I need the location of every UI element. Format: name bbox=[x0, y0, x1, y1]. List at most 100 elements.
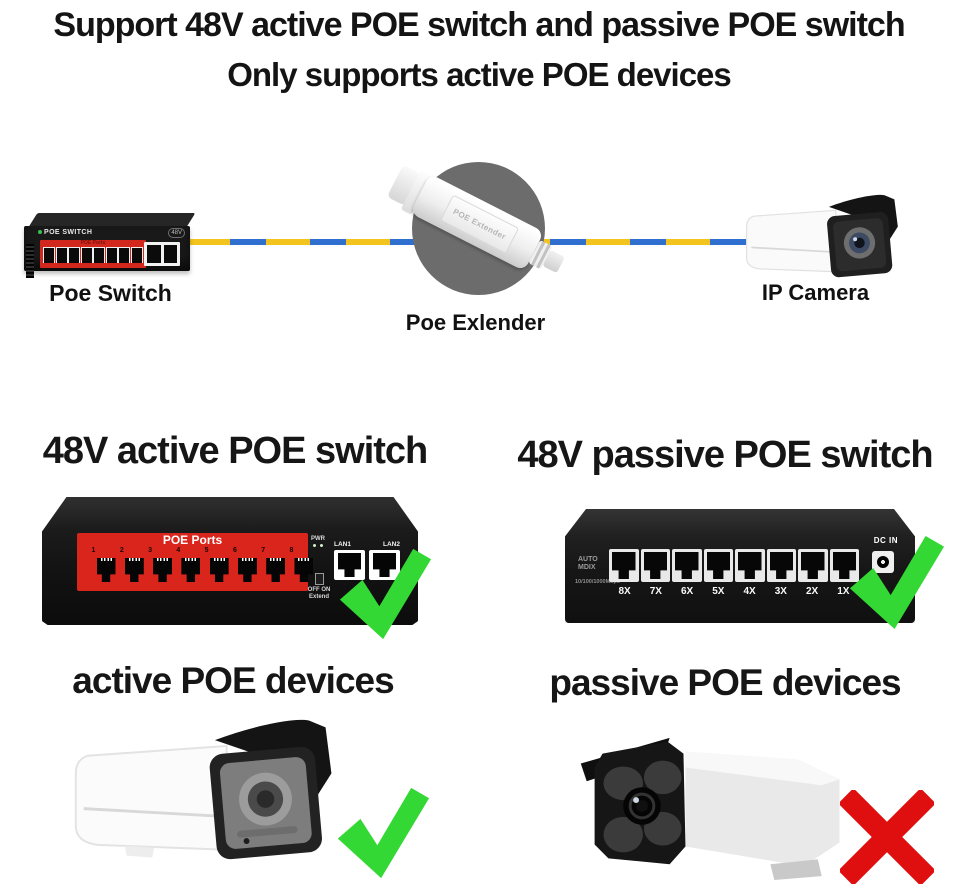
poe-port: 6 bbox=[222, 547, 257, 582]
page-title-line2: Only supports active POE devices bbox=[227, 56, 732, 93]
check-icon bbox=[849, 535, 945, 630]
rj45-port-icon bbox=[735, 549, 765, 582]
led-icon bbox=[313, 544, 316, 547]
poe-port: 2 bbox=[109, 547, 144, 582]
port-number: 3 bbox=[148, 547, 153, 554]
rj45-port-icon bbox=[68, 247, 81, 263]
lens bbox=[623, 787, 661, 825]
rj45-port-icon bbox=[130, 247, 143, 263]
port-number: 8 bbox=[289, 547, 294, 554]
port-row bbox=[609, 549, 859, 582]
extender-device-text: POE Extender bbox=[451, 207, 508, 242]
rj45-port-icon bbox=[609, 549, 639, 582]
lan-ports bbox=[334, 550, 400, 580]
rj45-port-icon bbox=[93, 247, 106, 263]
port-number: 1 bbox=[91, 547, 96, 554]
check-icon bbox=[337, 787, 430, 879]
rj45-port-icon bbox=[672, 549, 702, 582]
passive-devices-heading: passive POE devices bbox=[549, 662, 901, 703]
page-title-line1: Support 48V active POE switch and passiv… bbox=[53, 6, 905, 44]
rj45-port-icon bbox=[147, 245, 161, 263]
port-label: 5X bbox=[712, 586, 725, 597]
port-label: 7X bbox=[649, 586, 662, 597]
port-label-row: 8X 7X 6X 5X 4X 3X 2X 1X bbox=[609, 586, 859, 597]
poe-port: 1 bbox=[81, 547, 116, 582]
rj45-port-icon bbox=[163, 245, 177, 263]
port-row bbox=[40, 246, 146, 263]
dc-in-label: DC IN bbox=[873, 536, 898, 545]
poe-ports-title: POE Ports bbox=[162, 533, 223, 547]
port-label: 8X bbox=[618, 586, 631, 597]
ip-camera-label: IP Camera bbox=[761, 280, 870, 305]
port-number: 7 bbox=[261, 547, 266, 554]
active-devices-heading: active POE devices bbox=[72, 660, 394, 701]
diagram-poe-extender: POE Extender bbox=[386, 162, 565, 295]
rj45-port-icon bbox=[703, 549, 733, 582]
mdix-label: MDIX bbox=[578, 564, 596, 571]
poe-port: 8 bbox=[279, 547, 314, 582]
port-label: 1X bbox=[837, 586, 850, 597]
lan2-label: LAN2 bbox=[383, 541, 400, 548]
passive-poe-switch: AUTO MDIX 10/100/1000Mbps 8X 7X 6X 5X 4X… bbox=[565, 509, 915, 623]
port-label: 3X bbox=[774, 586, 787, 597]
passive-poe-camera bbox=[580, 737, 840, 881]
camera-front-module bbox=[209, 746, 322, 860]
poe-ports-panel: POE Ports bbox=[40, 240, 146, 268]
port-number: 6 bbox=[232, 547, 237, 554]
port-number: 2 bbox=[119, 547, 124, 554]
check-icon bbox=[339, 548, 432, 640]
passive-switch-heading: 48V passive POE switch bbox=[517, 434, 933, 476]
diagram-poe-switch: POE SWITCH 48V POE Ports bbox=[24, 213, 196, 278]
rj45-port-icon bbox=[55, 247, 68, 263]
poe-port: 3 bbox=[138, 547, 173, 582]
rj45-port-icon bbox=[798, 549, 828, 582]
poe-switch-label: Poe Switch bbox=[49, 280, 172, 306]
rj45-port-icon bbox=[369, 550, 400, 580]
camera-mount bbox=[124, 845, 155, 858]
camera-body bbox=[746, 209, 837, 273]
rj45-port-icon bbox=[43, 247, 55, 263]
port-label: 6X bbox=[681, 586, 694, 597]
port-number: 4 bbox=[176, 547, 181, 554]
poe-ports-panel: POE Ports 1 2 3 4 5 6 7 8 bbox=[77, 533, 314, 591]
rj45-port-icon bbox=[829, 549, 859, 582]
x-icon bbox=[840, 790, 934, 884]
rj45-port-icon bbox=[118, 247, 131, 263]
poe-port: 4 bbox=[166, 547, 201, 582]
lan1-label: LAN1 bbox=[334, 541, 351, 548]
speed-label: 10/100/1000Mbps bbox=[575, 579, 620, 585]
poe-ports-panel-label: POE Ports bbox=[80, 240, 106, 246]
active-switch-heading: 48V active POE switch bbox=[42, 430, 429, 472]
camera-foot bbox=[770, 859, 822, 881]
toggle-icon bbox=[314, 573, 324, 585]
active-poe-camera bbox=[74, 719, 332, 860]
voltage-badge: 48V bbox=[168, 228, 185, 238]
rj45-port-icon bbox=[80, 247, 93, 263]
rj45-port-icon bbox=[640, 549, 670, 582]
off-on-label: OFF ON bbox=[307, 587, 331, 593]
body-seam bbox=[751, 246, 835, 253]
switch-device-text: POE SWITCH bbox=[38, 229, 92, 236]
pwr-label: PWR bbox=[311, 536, 325, 542]
vent-slats bbox=[26, 244, 34, 278]
rj45-port-icon bbox=[334, 550, 365, 580]
port-label: 4X bbox=[743, 586, 756, 597]
body-top-facet bbox=[685, 751, 840, 786]
rj45-port-icon bbox=[766, 549, 796, 582]
dc-jack-icon bbox=[872, 551, 894, 573]
poe-port: 5 bbox=[194, 547, 229, 582]
pwr-indicator: PWR bbox=[308, 536, 328, 549]
poe-extender-label: Poe Exlender bbox=[405, 310, 546, 335]
lan-uplink-area: LAN1 LAN2 bbox=[334, 541, 400, 580]
diagram-ip-camera bbox=[746, 194, 898, 278]
lan-labels: LAN1 LAN2 bbox=[334, 541, 400, 548]
auto-mdix-label: AUTO MDIX bbox=[578, 556, 598, 572]
poe-port-row: 1 2 3 4 5 6 7 8 bbox=[77, 547, 314, 582]
body-seam bbox=[83, 807, 225, 818]
switch-front-face: POE SWITCH 48V POE Ports bbox=[24, 226, 190, 278]
rj45-port-icon bbox=[105, 247, 118, 263]
camera-front-module bbox=[827, 212, 893, 278]
extend-switch: OFF ON Extend bbox=[304, 573, 334, 601]
port-number: 5 bbox=[204, 547, 209, 554]
